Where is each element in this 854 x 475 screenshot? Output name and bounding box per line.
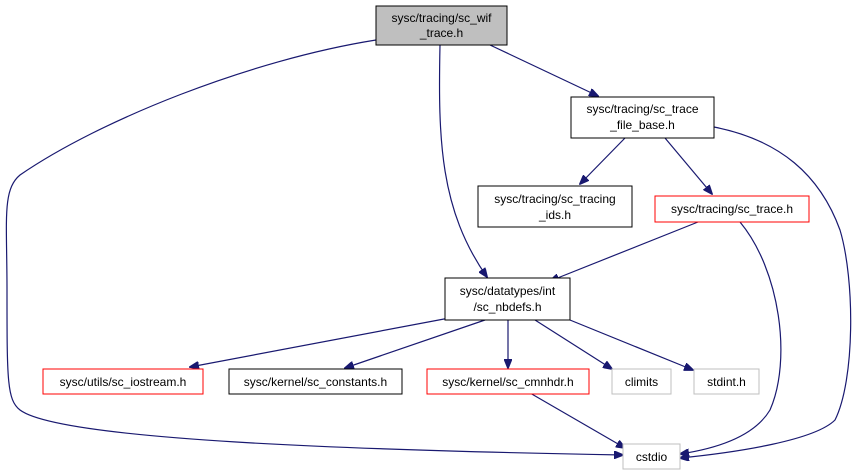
edge-sc-nbdefs-to-sc-constants: [345, 319, 486, 368]
node-sc-wif-trace[interactable]: sysc/tracing/sc_wif _trace.h: [375, 5, 508, 46]
node-sc-trace[interactable]: sysc/tracing/sc_trace.h: [654, 195, 810, 223]
edge-sc-trace-file-base-to-sc-trace: [664, 137, 712, 194]
node-sc-trace-file-base[interactable]: sysc/tracing/sc_trace _file_base.h: [570, 96, 715, 139]
node-sc-iostream[interactable]: sysc/utils/sc_iostream.h: [42, 368, 204, 395]
edge-sc-wif-trace-to-sc-nbdefs: [438, 44, 487, 277]
node-label: sysc/kernel/sc_constants.h: [244, 375, 387, 389]
node-climits[interactable]: climits: [611, 368, 672, 395]
edge-sc-nbdefs-to-stdint: [564, 317, 693, 370]
node-label: sysc/tracing/sc_trace.h: [671, 202, 793, 216]
node-label: sysc/kernel/sc_cmnhdr.h: [442, 375, 573, 389]
edge-sc-trace-file-base-to-cstdio: [680, 126, 852, 458]
node-label: sysc/tracing/sc_wif: [391, 11, 492, 25]
node-label: sysc/datatypes/int: [460, 284, 556, 298]
node-label: _file_base.h: [609, 118, 675, 132]
node-label: cstdio: [636, 450, 668, 464]
node-cstdio[interactable]: cstdio: [622, 443, 681, 470]
node-label: stdint.h: [707, 375, 746, 389]
nodes: sysc/tracing/sc_wif _trace.h sysc/tracin…: [42, 5, 810, 470]
edge-sc-wif-trace-to-sc-trace-file-base: [489, 44, 598, 96]
edge-sc-trace-to-cstdio: [680, 221, 782, 454]
node-label: _trace.h: [419, 26, 463, 40]
edge-sc-trace-file-base-to-sc-tracing-ids: [580, 137, 626, 184]
edge-sc-trace-to-sc-nbdefs: [550, 221, 699, 281]
edges: [5, 39, 852, 458]
node-stdint[interactable]: stdint.h: [693, 368, 760, 395]
edge-sc-cmnhdr-to-cstdio: [529, 392, 625, 448]
node-label: _ids.h: [538, 208, 571, 222]
node-sc-tracing-ids[interactable]: sysc/tracing/sc_tracing _ids.h: [477, 185, 633, 228]
node-label: climits: [625, 375, 658, 389]
node-label: /sc_nbdefs.h: [473, 300, 541, 314]
node-sc-constants[interactable]: sysc/kernel/sc_constants.h: [228, 368, 403, 395]
node-sc-nbdefs[interactable]: sysc/datatypes/int /sc_nbdefs.h: [444, 277, 571, 321]
node-label: sysc/tracing/sc_trace: [586, 102, 698, 116]
edge-sc-nbdefs-to-climits: [534, 319, 612, 369]
edge-sc-wif-trace-to-cstdio: [5, 39, 623, 455]
node-sc-cmnhdr[interactable]: sysc/kernel/sc_cmnhdr.h: [426, 368, 590, 395]
node-label: sysc/tracing/sc_tracing: [494, 192, 615, 206]
edge-sc-nbdefs-to-sc-iostream: [190, 315, 461, 367]
node-label: sysc/utils/sc_iostream.h: [60, 375, 187, 389]
